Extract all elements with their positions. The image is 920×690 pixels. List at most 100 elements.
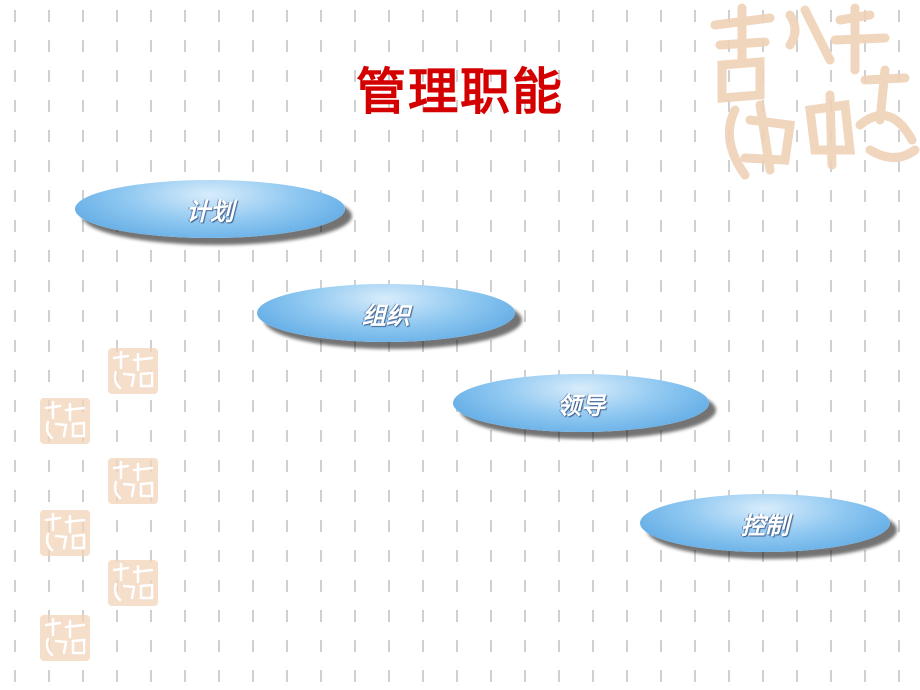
stripe-dash (830, 310, 832, 322)
stripe-dash (796, 580, 798, 592)
stripe-dash (898, 490, 900, 502)
stripe-dash (626, 430, 628, 442)
slide-title: 管理职能 (356, 63, 564, 121)
stripe-dash (354, 580, 356, 592)
stripe-dash (830, 10, 832, 22)
stripe-dash (252, 70, 254, 82)
stripe-dash (490, 40, 492, 52)
stripe-dash (388, 100, 390, 112)
stripe-dash (592, 310, 594, 322)
stripe-dash (116, 100, 118, 112)
stripe-dash (864, 40, 866, 52)
stripe-dash (252, 10, 254, 22)
stripe-dash (14, 400, 16, 412)
stripe-dash (592, 130, 594, 142)
stripe-dash (14, 10, 16, 22)
stripe-dash (422, 10, 424, 22)
stripe-dash (898, 130, 900, 142)
stripe-dash (660, 490, 662, 502)
stripe-dash (592, 520, 594, 532)
stripe-dash (218, 100, 220, 112)
stripe-dash (728, 580, 730, 592)
stripe-dash (898, 580, 900, 592)
stripe-dash (728, 430, 730, 442)
stripe-dash (354, 220, 356, 232)
stripe-dash (456, 490, 458, 502)
stripe-dash (286, 550, 288, 562)
stripe-dash (796, 190, 798, 202)
stripe-dash (864, 310, 866, 322)
stripe-dash (694, 190, 696, 202)
stripe-dash (592, 160, 594, 172)
stripe-dash (286, 670, 288, 682)
stripe-dash (218, 580, 220, 592)
stripe-dash (762, 460, 764, 472)
stripe-dash (490, 340, 492, 352)
stripe-dash (694, 580, 696, 592)
stripe-dash (830, 400, 832, 412)
stripe-dash (762, 550, 764, 562)
auspicious-calligraphy-seal-icon (40, 398, 90, 444)
stripe-dash (82, 280, 84, 292)
stripe-dash (490, 640, 492, 652)
stripe-dash (184, 160, 186, 172)
stripe-dash (286, 490, 288, 502)
stripe-dash (490, 370, 492, 382)
stripe-dash (830, 490, 832, 502)
function-controlling-ellipse[interactable]: 控制 (640, 494, 890, 552)
stripe-dash (898, 370, 900, 382)
stripe-dash (694, 130, 696, 142)
stripe-dash (286, 370, 288, 382)
stripe-dash (184, 520, 186, 532)
stripe-dash (456, 280, 458, 292)
stripe-dash (354, 370, 356, 382)
stripe-dash (422, 250, 424, 262)
stripe-dash (524, 220, 526, 232)
stripe-dash (796, 250, 798, 262)
stripe-dash (796, 400, 798, 412)
stripe-dash (320, 490, 322, 502)
stripe-dash (524, 40, 526, 52)
stripe-dash (286, 10, 288, 22)
stripe-dash (456, 70, 458, 82)
stripe-dash (286, 340, 288, 352)
stripe-dash (150, 160, 152, 172)
stripe-dash (558, 310, 560, 322)
stripe-dash (116, 400, 118, 412)
stripe-dash (184, 490, 186, 502)
stripe-dash (388, 130, 390, 142)
stripe-dash (14, 670, 16, 682)
stripe-dash (558, 40, 560, 52)
stripe-dash (694, 40, 696, 52)
function-organizing-ellipse[interactable]: 组织 (257, 284, 515, 342)
stripe-dash (592, 340, 594, 352)
stripe-dash (456, 40, 458, 52)
stripe-dash (626, 520, 628, 532)
stripe-dash (864, 400, 866, 412)
stripe-dash (626, 490, 628, 502)
stripe-dash (864, 670, 866, 682)
stripe-dash (592, 490, 594, 502)
function-organizing-label: 组织 (362, 301, 410, 330)
stripe-dash (218, 430, 220, 442)
stripe-dash (82, 490, 84, 502)
function-leading-ellipse[interactable]: 领导 (453, 374, 709, 432)
stripe-dash (116, 70, 118, 82)
stripe-dash (626, 280, 628, 292)
stripe-dash (286, 250, 288, 262)
function-planning-ellipse[interactable]: 计划 (75, 180, 345, 238)
stripe-dash (728, 670, 730, 682)
stripe-dash (252, 340, 254, 352)
stripe-dash (898, 160, 900, 172)
stripe-dash (490, 430, 492, 442)
stripe-dash (320, 670, 322, 682)
stripe-dash (388, 550, 390, 562)
stripe-dash (456, 640, 458, 652)
stripe-dash (150, 100, 152, 112)
stripe-dash (592, 460, 594, 472)
stripe-dash (150, 430, 152, 442)
stripe-dash (184, 10, 186, 22)
stripe-dash (252, 370, 254, 382)
auspicious-calligraphy-seal-icon (108, 560, 158, 606)
stripe-dash (388, 670, 390, 682)
